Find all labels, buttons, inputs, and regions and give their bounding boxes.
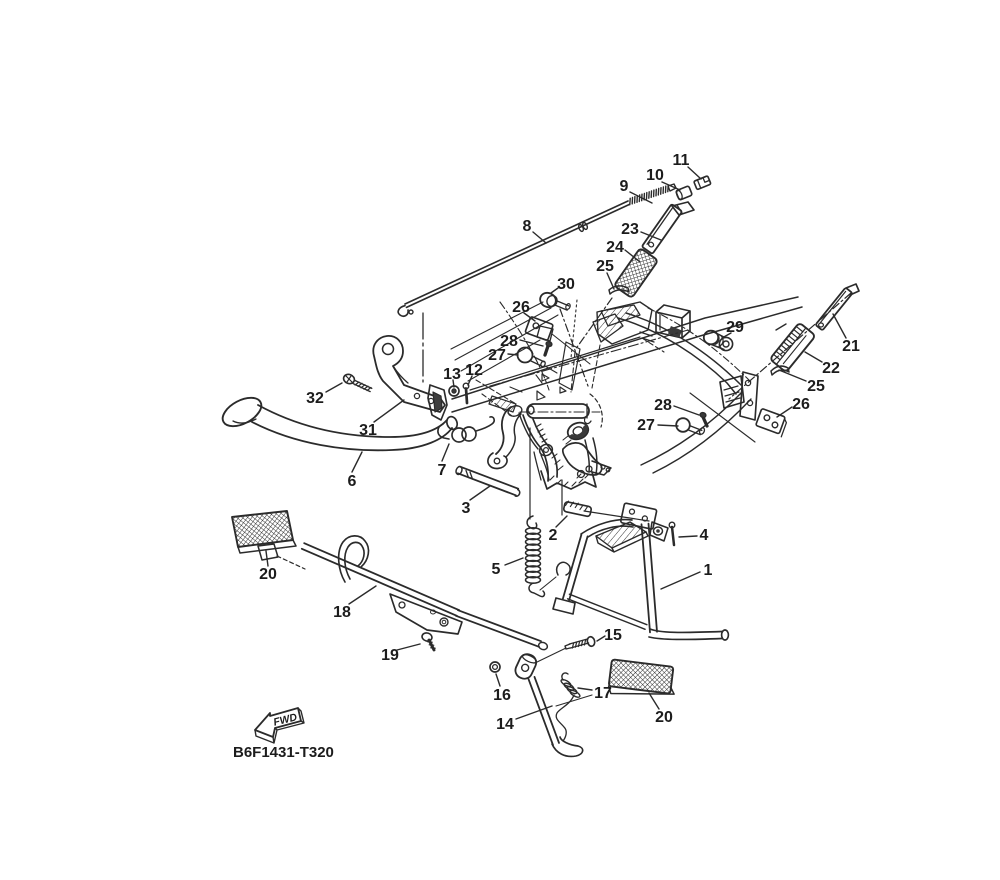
svg-text:25: 25 [596,258,614,275]
svg-text:23: 23 [621,221,639,238]
svg-text:13: 13 [443,366,461,383]
svg-text:12: 12 [465,362,483,379]
svg-text:20: 20 [259,566,277,583]
svg-text:28: 28 [654,397,672,414]
svg-text:9: 9 [620,178,629,195]
svg-text:17: 17 [594,685,612,702]
svg-text:32: 32 [306,390,324,407]
svg-text:25: 25 [807,378,825,395]
svg-text:1: 1 [704,562,713,579]
svg-text:27: 27 [637,417,655,434]
svg-text:7: 7 [438,462,447,479]
svg-text:5: 5 [492,561,501,578]
svg-text:16: 16 [493,687,511,704]
svg-text:FWD: FWD [272,711,299,729]
svg-text:21: 21 [842,338,860,355]
svg-text:28: 28 [500,333,518,350]
svg-text:8: 8 [523,218,532,235]
svg-text:10: 10 [646,167,664,184]
svg-text:15: 15 [604,627,622,644]
svg-text:11: 11 [673,152,690,169]
svg-text:3: 3 [462,500,471,517]
svg-text:14: 14 [496,716,514,733]
svg-text:18: 18 [333,604,351,621]
svg-text:29: 29 [726,319,744,336]
svg-text:24: 24 [606,239,624,256]
svg-text:4: 4 [700,527,709,544]
svg-text:31: 31 [359,422,377,439]
svg-text:B6F1431-T320: B6F1431-T320 [233,744,334,761]
svg-text:30: 30 [557,276,575,293]
svg-text:26: 26 [792,396,810,413]
svg-text:22: 22 [822,360,840,377]
svg-text:20: 20 [655,709,673,726]
svg-text:2: 2 [549,527,558,544]
svg-text:19: 19 [381,647,399,664]
svg-text:26: 26 [512,299,530,316]
svg-text:27: 27 [488,347,506,364]
svg-text:6: 6 [348,473,357,490]
